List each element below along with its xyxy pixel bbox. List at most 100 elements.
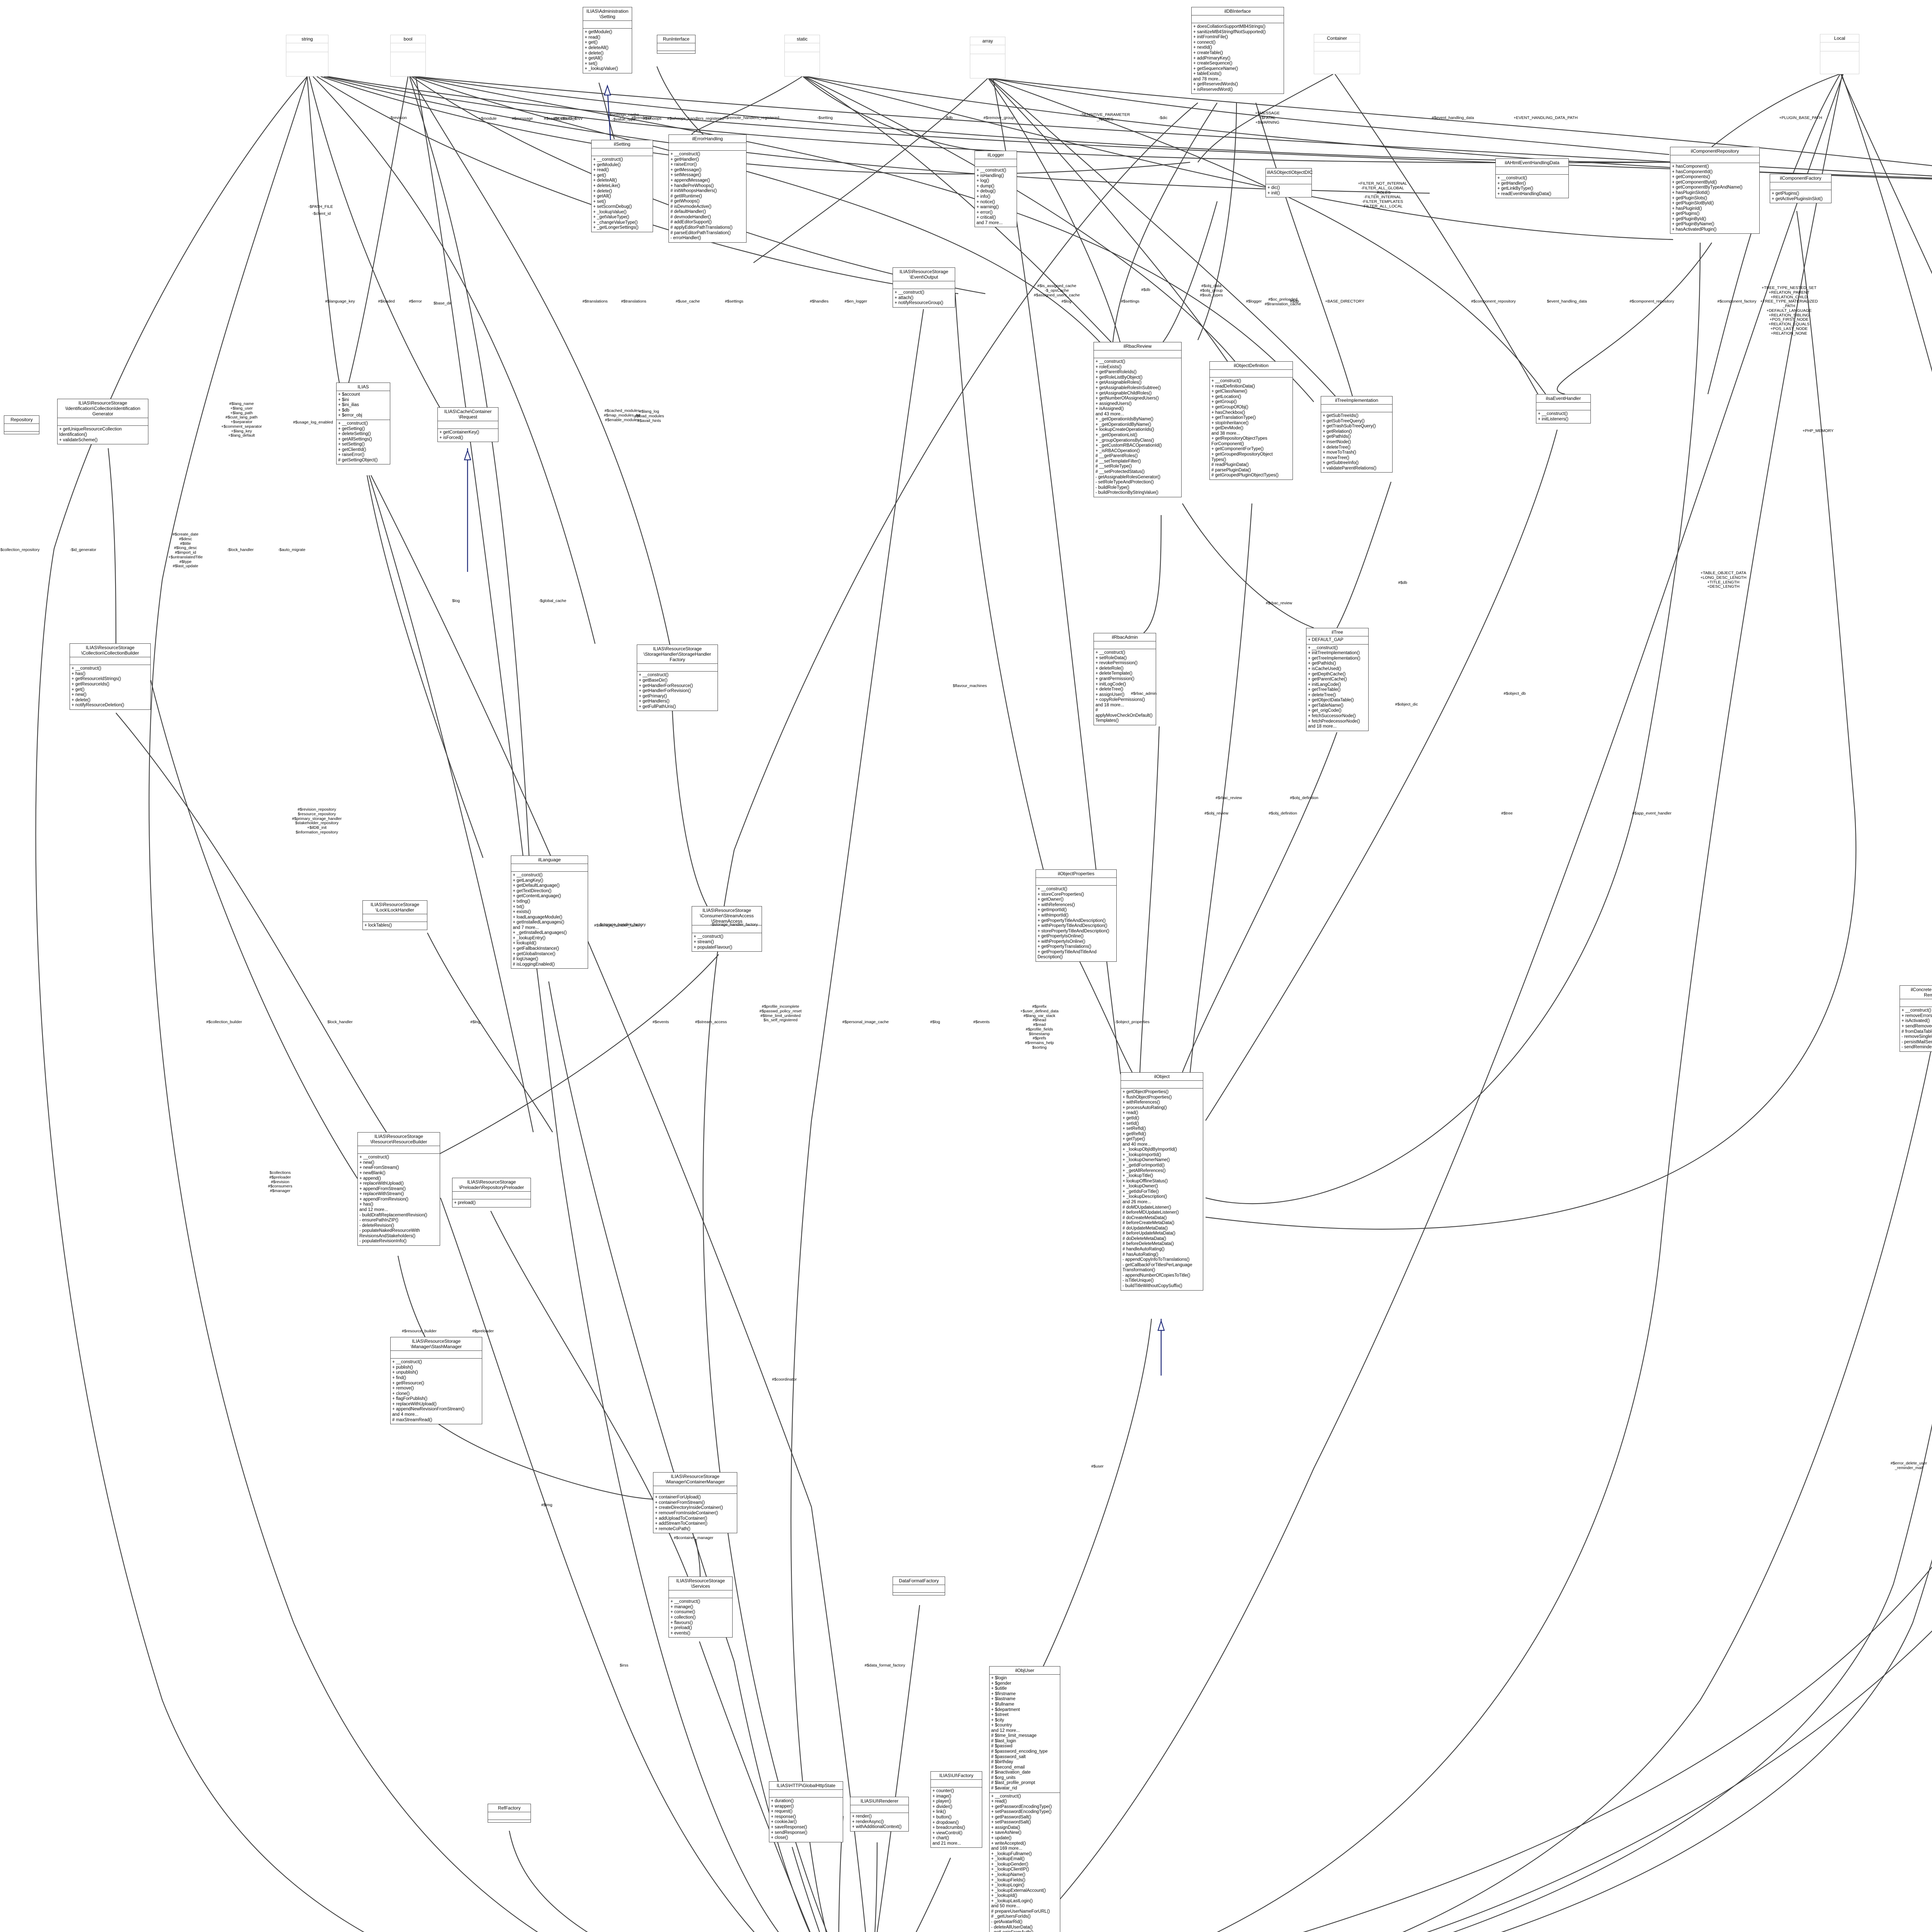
class-node[interactable]: ILIAS+ $account + $ini + $ini_ilias + $d… <box>336 383 390 465</box>
class-node[interactable]: ILIAS\ResourceStorage \Preloader\Reposit… <box>452 1178 531 1208</box>
class-node[interactable]: ILIAS\ResourceStorage \Collection\Collec… <box>70 643 151 710</box>
edge-label: #$obj_review <box>1204 811 1228 816</box>
class-node[interactable]: ilSetting+ __construct() + getModule() +… <box>591 140 653 233</box>
edge-label: #$error <box>409 299 422 304</box>
type-node-attrs-row <box>785 43 820 52</box>
type-node-attrs-row <box>286 43 328 52</box>
edge-label: #$app_event_handler <box>1632 811 1672 816</box>
class-node-operations: + preload() <box>454 1201 476 1206</box>
type-node-attrs-row <box>1314 43 1360 51</box>
class-node[interactable]: ilAHtmlEventHandlingData+ __construct() … <box>1495 158 1569 199</box>
class-node-attributes <box>893 281 955 289</box>
edge-label: #$component_repository <box>1471 299 1516 304</box>
class-node-operations: + __construct() + getHandler() + raiseEr… <box>670 152 733 241</box>
class-node[interactable]: ILIAS\Administration \Setting+ getModule… <box>583 7 632 73</box>
edge-label: $flavour_machines <box>952 684 987 688</box>
class-node[interactable]: ILIAS\ResourceStorage \Identification\Co… <box>57 399 148 445</box>
class-node-attributes <box>769 1790 843 1798</box>
class-node-attributes <box>391 1351 482 1359</box>
type-node-label: string <box>286 35 328 43</box>
class-node-attributes <box>1210 370 1293 378</box>
class-node[interactable]: ILIAS\ResourceStorage \Manager\StashMana… <box>390 1337 482 1425</box>
edge-label: $collections #$preloader #$revision #$co… <box>268 1170 293 1193</box>
class-node[interactable]: ilRbacReview+ __construct() + roleExists… <box>1094 342 1182 497</box>
class-node-title: ILIAS\ResourceStorage \Consumer\StreamAc… <box>692 906 762 926</box>
class-node-operations: + getPlugins() + getActivePluginsInSlot(… <box>1772 191 1823 201</box>
class-node[interactable]: ilRbacAdmin+ __construct() + setRoleData… <box>1094 633 1156 726</box>
class-node-attributes <box>1094 641 1156 650</box>
class-node-operations: + getModule() + read() + get() + deleteA… <box>585 30 618 71</box>
edge-label: #$lng <box>470 1020 480 1024</box>
class-node-title: RefFactory <box>488 1804 531 1813</box>
class-node[interactable]: ilLogger+ __construct() + isHandling() +… <box>975 151 1017 228</box>
edge-label: #$object_dic <box>1395 702 1418 707</box>
class-node[interactable]: Repository <box>4 415 39 435</box>
type-node-local: Local <box>1820 34 1859 74</box>
class-node-attributes <box>488 1812 531 1820</box>
class-node-title: ilObjUser <box>990 1667 1060 1675</box>
class-node[interactable]: ilObjectDefinition+ __construct() + read… <box>1209 361 1293 480</box>
edge-label: $lock_handler <box>327 1020 353 1024</box>
class-node[interactable]: ilObject+ getObjectProperties() + flushO… <box>1121 1072 1203 1291</box>
class-node-title: ILIAS\ResourceStorage \Manager\StashMana… <box>391 1337 482 1351</box>
class-node[interactable]: ILIAS\ResourceStorage \Lock\LockHandler+… <box>362 900 427 930</box>
edge-label: #$container_manager <box>673 1536 714 1540</box>
class-node[interactable]: ILIAS\ResourceStorage \Consumer\StreamAc… <box>692 906 762 952</box>
class-node[interactable]: ilTreeImplementation+ getSubTreeIds() + … <box>1321 396 1393 473</box>
class-node-attributes <box>1094 350 1181 359</box>
class-node[interactable]: ilDBInterface+ doesCollationSupportMB4St… <box>1191 7 1284 94</box>
edge-label: -$id_generator <box>70 548 97 552</box>
class-node[interactable]: ILIAS\UI\Factory+ counter() + image() + … <box>930 1771 982 1848</box>
edge-label: #$whoops <box>643 116 662 121</box>
class-node[interactable]: ilTree+ DEFAULT_GAP+ __construct() + ini… <box>1306 628 1369 731</box>
class-node[interactable]: ilLanguage+ __construct() + getLangKey()… <box>511 855 588 969</box>
class-node-attributes <box>669 1590 732 1599</box>
type-node-label: Container <box>1314 34 1360 43</box>
edge-label: #$img <box>541 1503 553 1507</box>
class-node-operations: + dic() + init() <box>1267 185 1280 196</box>
class-node-title: ilObjectProperties <box>1036 870 1116 878</box>
class-node-attributes <box>692 925 762 934</box>
class-node[interactable]: ilComponentRepository+ hasComponent() + … <box>1670 147 1760 234</box>
edge-label: #$collection_builder <box>206 1020 242 1024</box>
class-node-attributes <box>452 1192 531 1200</box>
class-node[interactable]: ILIAS\ResourceStorage \Resource\Resource… <box>357 1132 440 1246</box>
class-node[interactable]: DataFormatFactory <box>893 1577 945 1596</box>
class-node[interactable]: ILIAS\ResourceStorage \Event\Output+ __c… <box>893 267 955 308</box>
edge-label: -$PATH_FILE <box>308 204 333 209</box>
class-node[interactable]: ilIASObjectIObjectDIC + dic() + init() <box>1265 168 1313 198</box>
class-node[interactable]: ILIAS\Cache\Container \Request+ getConta… <box>437 407 498 442</box>
edge-label: #$log <box>1061 299 1071 304</box>
class-node-attributes <box>511 864 588 872</box>
class-node-title: Repository <box>4 416 39 424</box>
class-node[interactable]: ILIAS\ResourceStorage \StorageHandler\St… <box>637 645 718 711</box>
class-node-attributes <box>1536 403 1590 411</box>
class-node[interactable]: ilsaEventHandler+ __construct() + initLi… <box>1536 394 1591 424</box>
class-node[interactable]: ilComponentFactory+ getPlugins() + getAc… <box>1770 174 1832 204</box>
edge-label: #$object_db <box>1503 691 1526 696</box>
edge-label: #$cached_modules #$map_modules_txt #$ena… <box>604 408 641 422</box>
class-node-operations: + __construct() + getHandler() + getLink… <box>1497 176 1551 196</box>
class-node[interactable]: ILIAS\UI\Renderer+ render() + renderAsyn… <box>850 1797 909 1832</box>
class-node[interactable]: RunInterface <box>657 35 696 54</box>
class-node[interactable]: ILIAS\ResourceStorage \Manager\Container… <box>653 1472 737 1534</box>
class-node[interactable]: ilObjUser+ $login + $gender + $utitle + … <box>989 1666 1060 1932</box>
class-node-attributes <box>583 21 632 29</box>
type-node-attrs-row <box>970 45 1005 54</box>
class-node[interactable]: RefFactory <box>488 1804 531 1823</box>
edge-label: #$rbac_review <box>1265 601 1293 605</box>
type-node-ops-row <box>970 54 1005 63</box>
class-node[interactable]: ilConcreteInstructionLine RemoteMail+ __… <box>1900 985 1932 1052</box>
type-node-ops-row <box>1314 51 1360 60</box>
edge-label: #$preloader <box>472 1329 494 1333</box>
class-node-title: ilIASObjectIObjectDIC <box>1266 168 1313 177</box>
class-node[interactable]: ilObjectProperties+ __construct() + stor… <box>1036 869 1117 962</box>
class-node[interactable]: ILIAS\ResourceStorage \Services+ __const… <box>668 1577 733 1638</box>
edge-label: #$profile_incomplete #$passwd_policy_res… <box>759 1004 802 1023</box>
edge-label: -$db <box>944 116 953 120</box>
class-node[interactable]: ilErrorHandling+ __construct() + getHand… <box>668 134 747 243</box>
class-node[interactable]: ILIAS\HTTP\GlobalHttpState+ duration() +… <box>769 1781 843 1842</box>
class-node-operations <box>893 1593 945 1595</box>
edge-label: #$use_cache <box>675 299 700 304</box>
